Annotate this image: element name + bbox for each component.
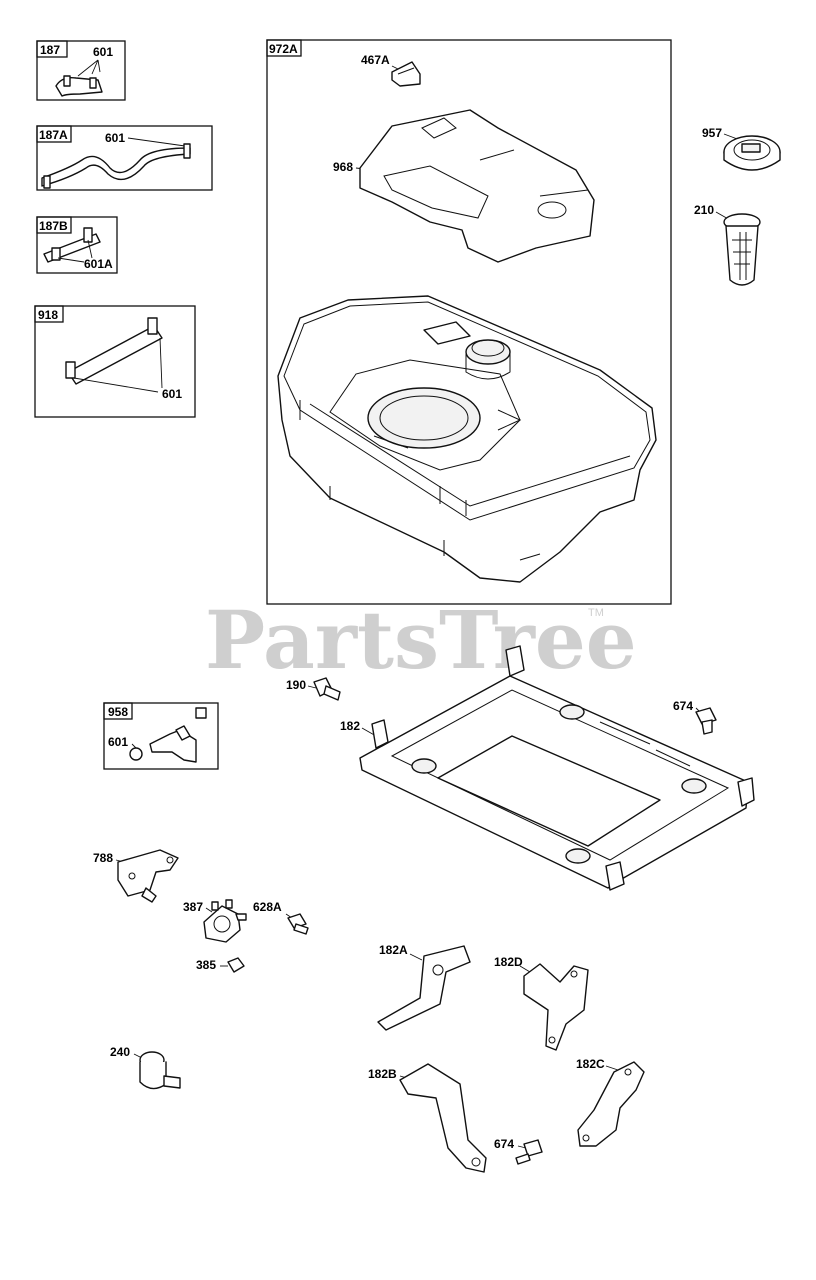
kit-id-918: 918 [38,308,58,322]
part-label-601a: 601A [84,257,113,271]
nut-385 [227,957,245,973]
tank-cover [359,109,595,263]
part-label-788: 788 [93,851,113,865]
bracket-182b [399,1063,487,1173]
part-label-968: 968 [333,160,353,174]
part-label-674: 674 [494,1137,514,1151]
kit-box-918[interactable]: 918 601 [34,305,196,418]
kit-box-187a[interactable]: 187A 601 [36,125,213,191]
bolt-628a [287,913,309,935]
part-label-240: 240 [110,1045,130,1059]
shutoff-valve [129,707,207,763]
fuel-filter-240 [139,1051,181,1090]
part-label-210: 210 [694,203,714,217]
vent-cap [391,61,421,87]
kit-id-187: 187 [40,43,60,57]
fuel-strainer [723,213,761,286]
bracket-182a [377,945,471,1031]
part-label-601: 601 [93,45,113,59]
long-hose [67,325,163,385]
watermark-trademark: TM [588,607,604,619]
part-label-601: 601 [108,735,128,749]
bracket-182d [523,963,589,1051]
tank-mounting-frame [359,645,755,891]
part-label-182c: 182C [576,1057,605,1071]
bolt-674-lower [515,1139,543,1165]
part-label-387: 387 [183,900,203,914]
part-label-628a: 628A [253,900,282,914]
part-label-385: 385 [196,958,216,972]
watermark: PartsTree [205,593,637,687]
kit-box-187[interactable]: 187 601 [36,40,126,101]
kit-id-972a: 972A [269,42,298,56]
bracket-182c [577,1061,645,1147]
kit-id-187b: 187B [39,219,68,233]
kit-id-187a: 187A [39,128,68,142]
fuel-tank [277,295,657,583]
kit-box-972a[interactable]: 972A 467A 968 [266,39,672,605]
kit-id-958: 958 [108,705,128,719]
part-label-674: 674 [673,699,693,713]
part-label-182b: 182B [368,1067,397,1081]
part-label-190: 190 [286,678,306,692]
fuel-hose [41,147,191,187]
kit-box-187b[interactable]: 187B 601A [36,216,118,274]
part-label-182: 182 [340,719,360,733]
part-label-601: 601 [162,387,182,401]
kit-box-958[interactable]: 958 601 [103,702,219,770]
part-label-182d: 182D [494,955,523,969]
part-label-182a: 182A [379,943,408,957]
pump-bracket [117,849,179,903]
part-label-601: 601 [105,131,125,145]
part-label-467a: 467A [361,53,390,67]
bolt-674-upper [695,707,717,735]
bolt-190 [313,677,341,701]
fuel-cap [723,135,781,171]
part-label-957: 957 [702,126,722,140]
fuel-pump [203,899,247,943]
